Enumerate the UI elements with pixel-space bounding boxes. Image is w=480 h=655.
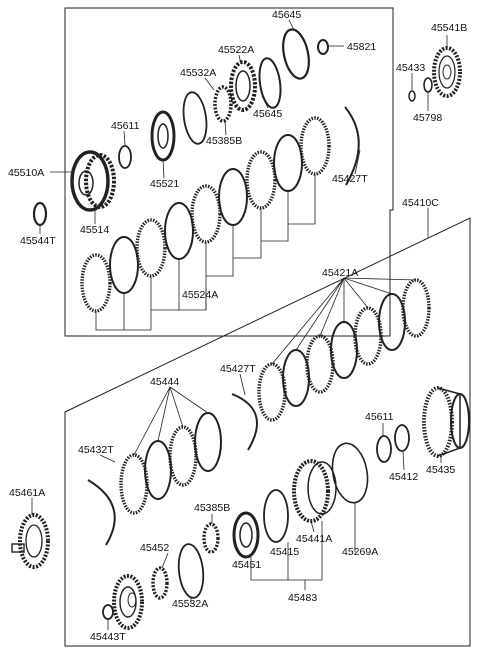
bearing-45452 xyxy=(151,566,169,600)
label-45269a: 45269A xyxy=(342,546,378,558)
ring-45532a-bottom xyxy=(177,543,205,599)
gear-assembly-45461a xyxy=(11,513,50,569)
part-labels: 45645 45541B 45522A 45821 45433 45532A 4… xyxy=(8,9,467,643)
label-45461a: 45461A xyxy=(9,487,45,499)
drum-45514 xyxy=(70,150,116,212)
label-45412: 45412 xyxy=(389,471,418,483)
hub-assembly-bottom xyxy=(112,574,144,630)
upper-assembly-frame xyxy=(64,7,394,337)
label-45441a: 45441A xyxy=(296,533,332,545)
label-45645-top: 45645 xyxy=(272,9,301,21)
gear-45541b xyxy=(432,46,462,98)
label-45532a-top: 45532A xyxy=(180,67,216,79)
washer-45433 xyxy=(408,90,416,102)
bearing-45385b-top xyxy=(213,85,233,123)
label-45415: 45415 xyxy=(270,546,299,558)
label-45544t: 45544T xyxy=(20,235,56,247)
clutch-hub-45441a xyxy=(292,459,337,523)
label-45433: 45433 xyxy=(396,62,425,74)
ring-45412 xyxy=(394,424,410,452)
clutch-pack-45444 xyxy=(119,412,222,515)
label-45452: 45452 xyxy=(140,542,169,554)
label-45385b-top: 45385B xyxy=(206,135,242,147)
label-45427t-bottom: 45427T xyxy=(220,363,256,375)
ring-45645-top xyxy=(282,28,310,80)
leader-lines xyxy=(31,19,448,630)
snap-ring-45544t xyxy=(32,201,48,227)
seal-45611-bottom xyxy=(376,435,392,463)
label-45451: 45451 xyxy=(232,559,261,571)
label-45521: 45521 xyxy=(150,178,179,190)
label-45443t: 45443T xyxy=(90,631,126,643)
label-45514: 45514 xyxy=(80,224,109,236)
snap-ring-45427t-bottom xyxy=(231,393,258,451)
label-45483: 45483 xyxy=(288,592,317,604)
snap-ring-45443t xyxy=(102,604,114,620)
label-45798: 45798 xyxy=(413,112,442,124)
label-45645-mid: 45645 xyxy=(253,108,282,120)
label-45444: 45444 xyxy=(150,376,179,388)
snap-ring-45432t xyxy=(87,479,116,546)
carrier-45451 xyxy=(232,511,260,559)
label-45421a: 45421A xyxy=(322,267,358,279)
drum-45435 xyxy=(422,386,470,458)
ring-45415 xyxy=(263,489,289,543)
ring-45645-mid xyxy=(258,57,282,109)
label-45432t: 45432T xyxy=(78,444,114,456)
washer-45798 xyxy=(423,77,433,93)
label-45611-bottom: 45611 xyxy=(365,411,394,423)
bearing-45385b-bottom xyxy=(202,522,220,554)
label-45821: 45821 xyxy=(347,41,376,53)
label-45385b-bottom: 45385B xyxy=(194,502,230,514)
label-45524a: 45524A xyxy=(182,289,218,301)
label-45532a-bottom: 45532A xyxy=(172,598,208,610)
label-45611-top: 45611 xyxy=(111,120,140,132)
label-45435: 45435 xyxy=(426,464,455,476)
piston-45521 xyxy=(150,110,176,162)
snap-ring-45821 xyxy=(317,39,329,55)
hub-45522a xyxy=(229,60,257,112)
label-45410c: 45410C xyxy=(402,197,439,209)
label-45427t-top: 45427T xyxy=(332,173,368,185)
snap-ring-45427t-top xyxy=(344,106,360,186)
lower-assembly-frame xyxy=(64,217,471,647)
seal-45611-top xyxy=(118,145,132,169)
label-45541b: 45541B xyxy=(431,22,467,34)
ring-45269a xyxy=(331,442,369,504)
label-45522a: 45522A xyxy=(218,44,254,56)
label-45510a: 45510A xyxy=(8,167,44,179)
ring-45532a-top xyxy=(182,91,208,145)
